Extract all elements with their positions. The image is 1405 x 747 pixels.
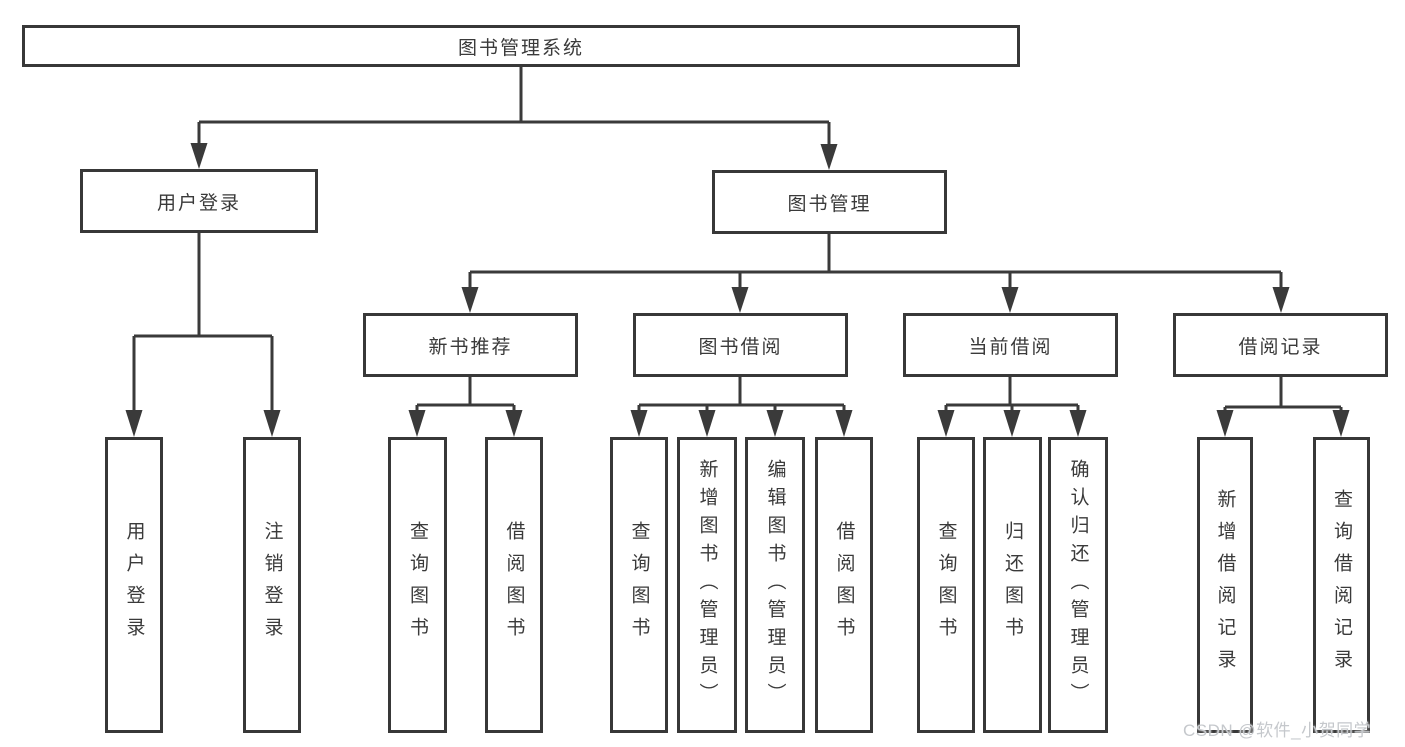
node-current-borrowing-label: 当前借阅	[968, 336, 1053, 358]
leaf-logout: 注销登录	[243, 437, 301, 733]
leaf-add-books-admin: 新增图书（管理员）	[677, 437, 737, 733]
node-user-login-label: 用户登录	[156, 192, 241, 214]
leaf-confirm-return-admin: 确认归还（管理员）	[1048, 437, 1108, 733]
leaf-query-books-3: 查询图书	[917, 437, 975, 733]
leaf-query-books-2-label: 查询图书	[628, 521, 650, 649]
leaf-edit-books-admin-label: 编辑图书（管理员）	[764, 459, 786, 711]
csdn-watermark: CSDN @软件_小贺同学	[1183, 721, 1372, 740]
leaf-query-books-3-label: 查询图书	[935, 521, 957, 649]
node-borrowing-records: 借阅记录	[1173, 313, 1388, 377]
leaf-confirm-return-admin-label: 确认归还（管理员）	[1067, 459, 1089, 711]
leaf-query-books-1-label: 查询图书	[407, 521, 428, 649]
node-root-label: 图书管理系统	[457, 37, 584, 59]
leaf-query-books-1: 查询图书	[388, 437, 447, 733]
leaf-return-books: 归还图书	[983, 437, 1042, 733]
node-current-borrowing: 当前借阅	[903, 313, 1118, 377]
leaf-query-books-2: 查询图书	[610, 437, 668, 733]
node-root: 图书管理系统	[22, 25, 1020, 67]
node-book-borrowing-label: 图书借阅	[698, 336, 783, 358]
leaf-add-books-admin-label: 新增图书（管理员）	[696, 459, 718, 711]
leaf-query-borrow-record-label: 查询借阅记录	[1331, 489, 1352, 681]
node-borrowing-records-label: 借阅记录	[1238, 336, 1323, 358]
node-user-login: 用户登录	[80, 169, 318, 233]
leaf-user-login: 用户登录	[105, 437, 163, 733]
leaf-borrow-books-2-label: 借阅图书	[833, 521, 855, 649]
node-book-management: 图书管理	[712, 170, 947, 234]
leaf-logout-label: 注销登录	[261, 521, 283, 649]
node-new-book-recommend: 新书推荐	[363, 313, 578, 377]
leaf-query-borrow-record: 查询借阅记录	[1313, 437, 1370, 733]
leaf-borrow-books-1-label: 借阅图书	[503, 521, 525, 649]
leaf-user-login-label: 用户登录	[123, 521, 145, 649]
leaf-add-borrow-record: 新增借阅记录	[1197, 437, 1253, 733]
leaf-add-borrow-record-label: 新增借阅记录	[1214, 489, 1236, 681]
node-new-book-recommend-label: 新书推荐	[428, 336, 513, 358]
leaf-return-books-label: 归还图书	[1002, 521, 1023, 649]
leaf-borrow-books-1: 借阅图书	[485, 437, 543, 733]
node-book-borrowing: 图书借阅	[633, 313, 848, 377]
leaf-borrow-books-2: 借阅图书	[815, 437, 873, 733]
node-book-management-label: 图书管理	[787, 193, 872, 215]
leaf-edit-books-admin: 编辑图书（管理员）	[745, 437, 805, 733]
